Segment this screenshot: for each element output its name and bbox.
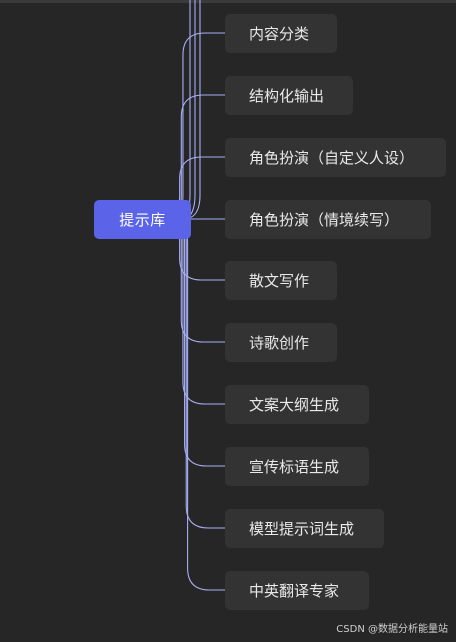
child-node-label: 诗歌创作 xyxy=(249,334,310,352)
child-node-label: 模型提示词生成 xyxy=(249,520,355,538)
child-node-poetry-writing[interactable]: 诗歌创作 xyxy=(225,323,337,362)
connector-line-1 xyxy=(180,32,226,220)
child-node-content-classification[interactable]: 内容分类 xyxy=(225,14,337,53)
root-node-prompt-library[interactable]: 提示库 xyxy=(94,200,191,239)
watermark-text: CSDN @数据分析能量站 xyxy=(336,624,448,635)
root-node-label: 提示库 xyxy=(119,211,166,229)
child-node-slogan-generation[interactable]: 宣传标语生成 xyxy=(225,447,369,486)
child-node-label: 中英翻译专家 xyxy=(249,582,340,600)
child-node-prose-writing[interactable]: 散文写作 xyxy=(225,261,337,300)
child-node-label: 文案大纲生成 xyxy=(249,396,340,414)
child-node-translation-expert[interactable]: 中英翻译专家 xyxy=(225,571,369,610)
connector-line-9 xyxy=(182,218,226,529)
connector-line-offscreen-3 xyxy=(182,0,201,220)
child-node-copy-outline[interactable]: 文案大纲生成 xyxy=(225,385,369,424)
child-node-label: 结构化输出 xyxy=(249,87,325,105)
child-node-label: 宣传标语生成 xyxy=(249,458,340,476)
connector-line-offscreen-2 xyxy=(182,0,196,220)
child-node-label: 散文写作 xyxy=(249,272,310,290)
child-node-label: 内容分类 xyxy=(249,25,310,43)
child-node-model-prompt-generation[interactable]: 模型提示词生成 xyxy=(225,509,384,548)
child-node-roleplay-custom-persona[interactable]: 角色扮演（自定义人设） xyxy=(225,138,446,177)
child-node-label: 角色扮演（自定义人设） xyxy=(249,149,415,167)
top-edge-strip xyxy=(0,0,456,3)
child-node-roleplay-continuation[interactable]: 角色扮演（情境续写） xyxy=(225,200,431,239)
child-node-structured-output[interactable]: 结构化输出 xyxy=(225,76,353,115)
child-node-label: 角色扮演（情境续写） xyxy=(249,211,400,229)
connector-line-offscreen-1 xyxy=(182,0,191,220)
